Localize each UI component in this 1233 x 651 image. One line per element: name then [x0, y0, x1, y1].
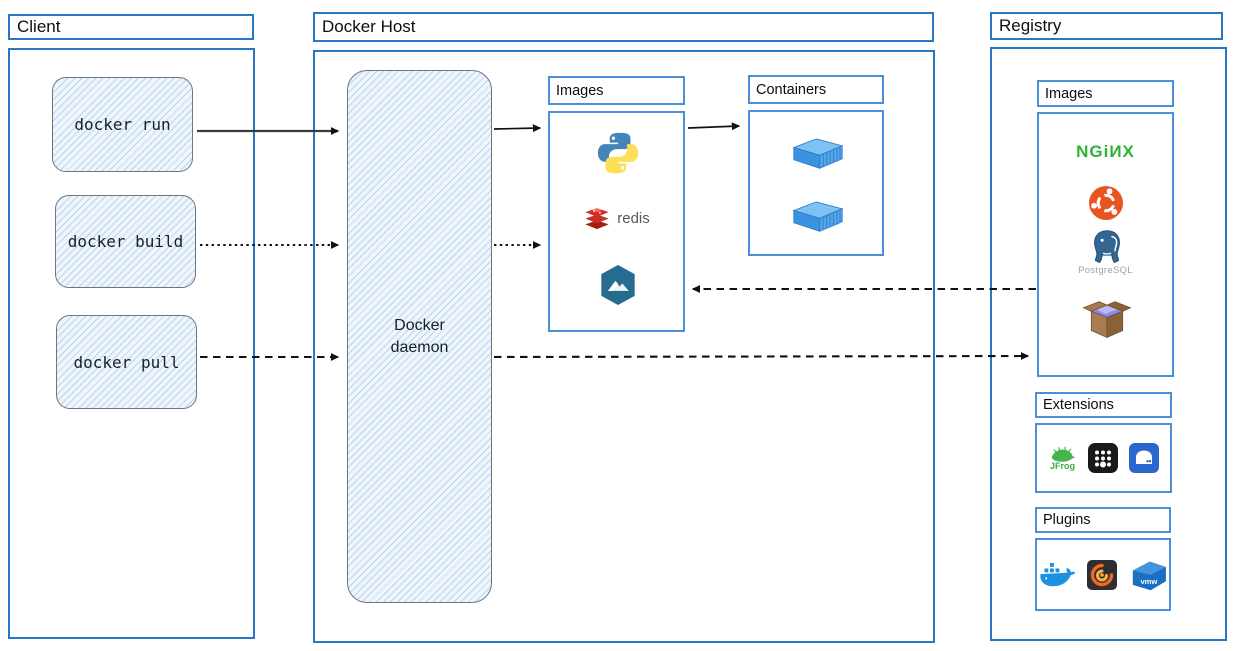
python-icon [595, 130, 641, 176]
redis-icon [583, 205, 611, 231]
plugins-title-label: Plugins [1043, 512, 1091, 528]
docker-host-section-title: Docker Host [313, 12, 934, 42]
command-docker-run: docker run [52, 77, 193, 172]
grafana-icon [1087, 559, 1117, 590]
docker-daemon-box: Docker daemon [347, 70, 492, 603]
package-box-icon [1079, 299, 1135, 341]
docker-daemon-label: Docker daemon [390, 316, 449, 356]
docker-run-label: docker run [74, 115, 171, 134]
registry-section-title: Registry [990, 12, 1223, 40]
registry-images-panel-body: NGiИX PostgreSQL [1037, 112, 1174, 377]
host-images-panel-body: redis [548, 111, 685, 332]
container-icon [789, 195, 847, 233]
host-images-panel-title: Images [548, 76, 685, 105]
nginx-logo: NGiИX [1076, 142, 1135, 161]
docker-build-label: docker build [67, 232, 184, 251]
redis-label: redis [617, 209, 650, 227]
docker-pull-label: docker pull [73, 352, 180, 372]
client-section-title: Client [8, 14, 254, 40]
host-images-title-label: Images [556, 82, 604, 99]
ubuntu-icon [1088, 185, 1124, 221]
extensions-title-label: Extensions [1043, 397, 1114, 413]
disk-usage-icon [1128, 443, 1159, 473]
command-docker-build: docker build [55, 195, 196, 288]
containers-panel-title: Containers [748, 75, 884, 104]
jfrog-label: JFrog [1049, 461, 1075, 471]
docker-host-title-label: Docker Host [322, 17, 416, 36]
alpine-icon [598, 263, 638, 307]
extensions-panel-title: Extensions [1035, 392, 1172, 418]
containers-panel-body [748, 110, 884, 256]
docker-whale-icon [1038, 560, 1076, 590]
container-icon [789, 132, 847, 170]
postgresql-icon [1088, 229, 1126, 265]
vmware-icon: vmw [1128, 558, 1168, 592]
client-title-label: Client [17, 17, 61, 36]
extensions-panel-body: JFrog [1035, 423, 1172, 493]
postgresql-label: PostgreSQL [1078, 265, 1133, 276]
containers-title-label: Containers [756, 81, 827, 98]
registry-title-label: Registry [999, 16, 1062, 35]
plugins-panel-title: Plugins [1035, 507, 1171, 533]
jfrog-icon: JFrog [1049, 445, 1077, 471]
registry-images-panel-title: Images [1037, 80, 1174, 107]
registry-images-title-label: Images [1045, 85, 1093, 102]
command-docker-pull: docker pull [56, 315, 197, 409]
vmware-label: vmw [1140, 576, 1157, 585]
apps-grid-icon [1087, 443, 1118, 473]
plugins-panel-body: vmw [1035, 538, 1171, 611]
